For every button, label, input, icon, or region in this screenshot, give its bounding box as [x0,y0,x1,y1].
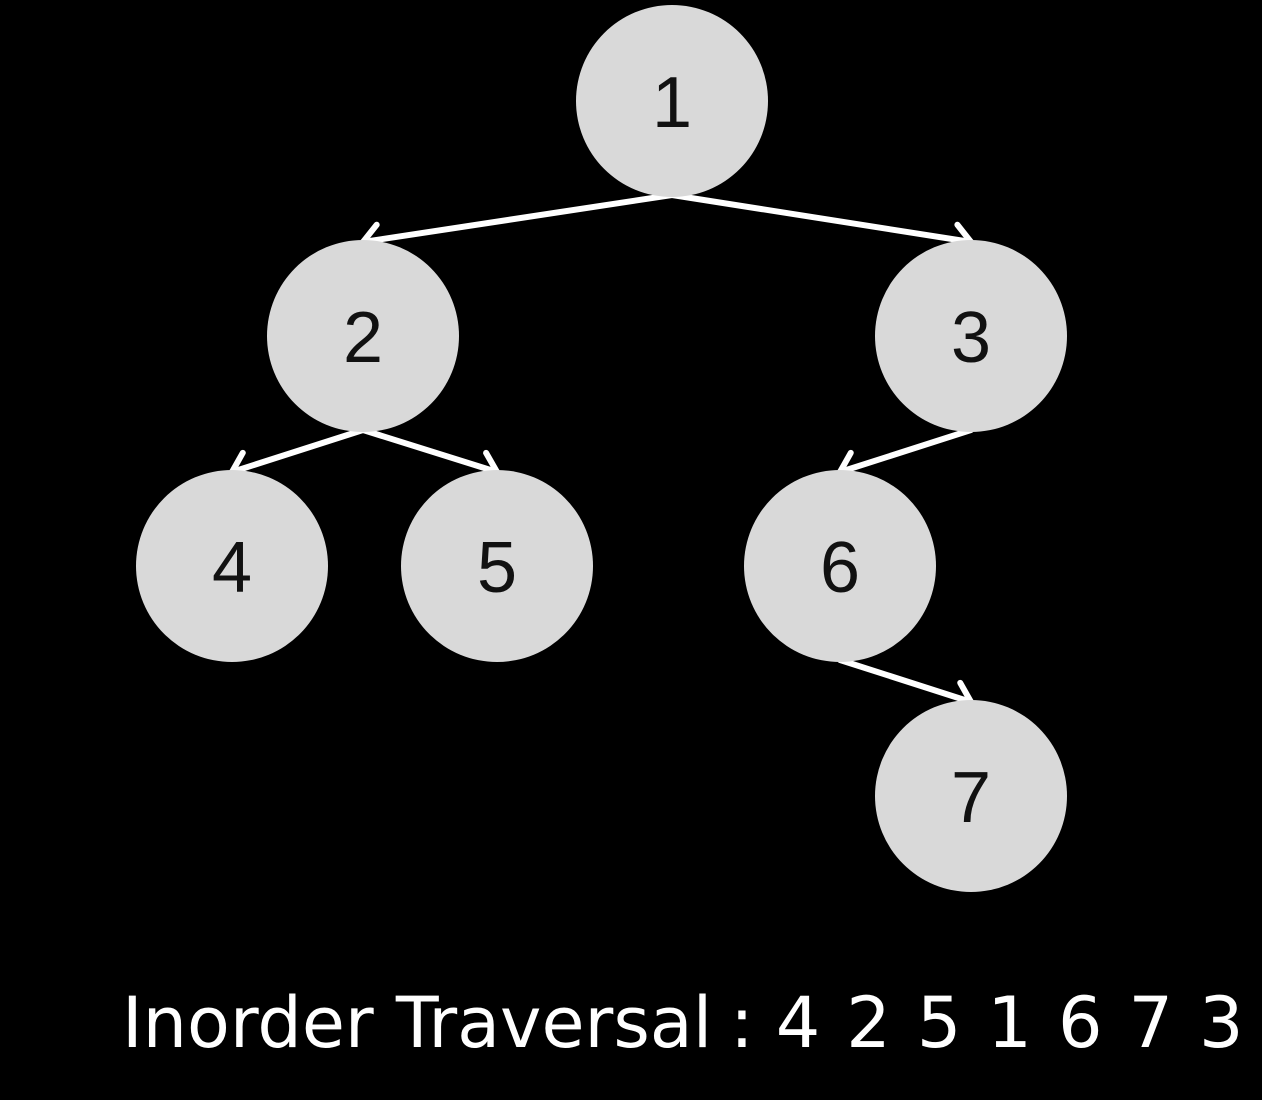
tree-node-1: 1 [576,5,768,197]
node-label: 1 [652,63,692,143]
node-circle [136,470,328,662]
sequence-item: 4 [775,982,821,1064]
sequence-item: 2 [846,982,891,1064]
node-label: 2 [343,298,383,378]
sequence-item: 7 [1128,982,1174,1064]
tree-node-5: 5 [401,470,593,662]
edge-2-4 [229,427,366,475]
edge-3-6 [837,427,974,475]
node-circle [267,240,459,432]
node-circle [744,470,936,662]
sequence-item: 1 [987,982,1032,1064]
node-circle [401,470,593,662]
nodes-layer: 1 2 3 4 5 6 7 [136,5,1067,892]
sequence-item: 3 [1199,982,1244,1064]
caption-separator: : [730,982,754,1064]
sequence-item: 6 [1057,982,1103,1064]
edge-1-2 [360,192,675,245]
caption-title: Inorder Traversal [122,982,713,1064]
node-label: 3 [951,298,991,378]
node-label: 4 [212,528,252,608]
node-label: 7 [951,758,991,838]
tree-node-7: 7 [875,700,1067,892]
sequence-item: 5 [916,982,962,1064]
node-circle [875,700,1067,892]
tree-node-6: 6 [744,470,936,662]
node-circle [875,240,1067,432]
node-label: 5 [477,528,517,608]
tree-node-2: 2 [267,240,459,432]
tree-node-3: 3 [875,240,1067,432]
edge-2-5 [360,427,500,475]
node-label: 6 [820,528,860,608]
edge-1-3 [669,192,974,245]
node-circle [576,5,768,197]
tree-node-4: 4 [136,470,328,662]
edge-6-7 [837,657,974,705]
